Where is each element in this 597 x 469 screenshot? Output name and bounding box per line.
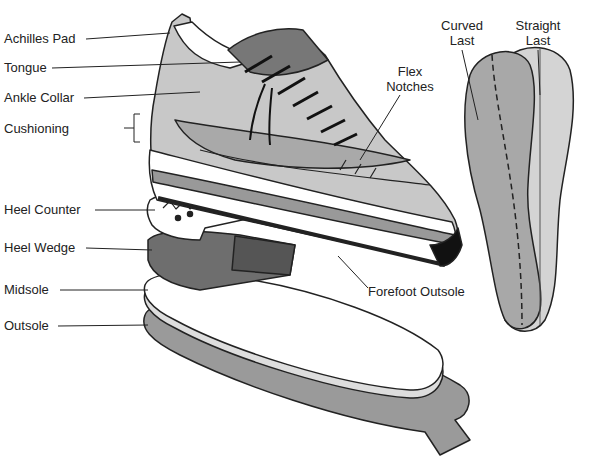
part-label: Achilles Pad [4,31,76,46]
sole-band [149,150,456,265]
part-label: Flex Notches [382,64,438,94]
leader-line [58,325,148,326]
part-label: Curved Last [434,18,490,48]
part-label: Straight Last [508,18,568,48]
lace-end [269,88,272,145]
leader-line [84,92,200,98]
leader-line [338,256,368,288]
part-label: Cushioning [4,121,69,136]
heel-wedge-face [232,236,295,275]
part-label: Heel Counter [4,202,81,217]
heel-counter-dot [176,216,181,221]
part-label: Heel Wedge [4,240,75,255]
flex-notch [340,160,376,178]
heel-wedge-shape [148,231,295,290]
toe-bumper [430,228,462,266]
leader-line [52,62,240,68]
curved-last-axis [492,55,522,325]
part-label: Midsole [4,282,49,297]
lace [293,92,318,106]
tongue-shape [228,29,328,75]
part-label: Outsole [4,318,49,333]
heel-counter-dot [188,212,193,217]
outsole-edge [158,198,445,265]
laces [245,56,357,145]
curved-last [465,52,541,329]
lace [321,120,345,132]
upper-panel [175,120,410,168]
leader-line [538,50,540,95]
lace [307,106,332,119]
leader-line [462,50,478,120]
part-label: Ankle Collar [4,90,74,105]
leader-lines [52,33,540,326]
lasts [465,48,574,332]
part-label: Tongue [4,60,47,75]
leader-line [86,248,152,250]
lace [262,66,290,82]
leader-line [60,290,148,291]
lace-end [250,84,265,140]
leader-line [360,95,400,160]
lace [334,134,357,145]
leader-line [86,33,170,39]
lace [245,56,272,72]
assembled-shoe [149,14,462,266]
lace [278,78,305,94]
bracket [124,114,140,142]
leader-line [95,210,155,211]
part-label: Forefoot Outsole [368,284,465,299]
